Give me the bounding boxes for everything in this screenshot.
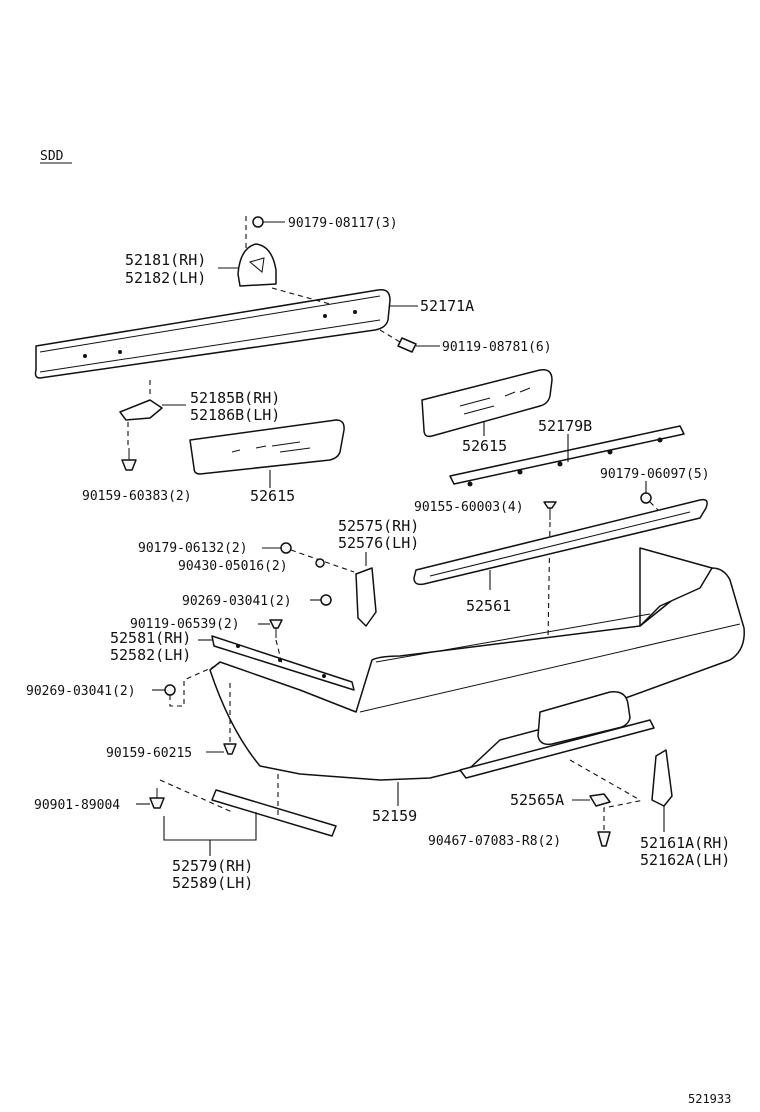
label-52181: 52181(RH) (125, 251, 206, 269)
lower-retainer-52579 (211, 789, 337, 837)
clip-90269-03041-lower-icon (164, 684, 176, 696)
label-90269-03041-lower: 90269-03041(2) (26, 684, 136, 699)
nut-90179-06097-icon (640, 492, 652, 504)
retainer-52561 (413, 498, 708, 586)
clip-90901-89004-icon (149, 788, 165, 809)
label-52615-left: 52615 (250, 487, 295, 505)
label-52576: 52576(LH) (338, 534, 419, 552)
label-90467-07083: 90467-07083-R8(2) (428, 834, 561, 849)
clip-90159-60215-icon (223, 743, 237, 755)
washer-90430-05016-icon (315, 558, 325, 568)
label-90179-06097: 90179-06097(5) (600, 467, 710, 482)
label-52159: 52159 (372, 807, 417, 825)
label-52582: 52582(LH) (110, 646, 191, 664)
label-52581: 52581(RH) (110, 629, 191, 647)
label-90159-60215: 90159-60215 (106, 746, 192, 761)
energy-absorber-52615-right (421, 368, 553, 438)
retainer-52179b (449, 425, 685, 487)
label-90179-08117: 90179-08117(3) (288, 216, 398, 231)
label-90179-06132: 90179-06132(2) (138, 541, 248, 556)
nut-90179-06132-icon (280, 542, 292, 554)
clip-90467-07083-icon (597, 831, 611, 847)
bolt-90119-08781-icon (397, 337, 417, 353)
label-52182: 52182(LH) (125, 269, 206, 287)
bracket-52185b (119, 399, 163, 421)
label-52579: 52579(RH) (172, 857, 253, 875)
bumper-reinforcement-52171a (34, 288, 391, 379)
screw-90155-60003-icon (543, 501, 557, 520)
bumper-cover-52159 (209, 547, 745, 781)
label-90901-89004: 90901-89004 (34, 798, 120, 813)
label-90155-60003: 90155-60003(4) (414, 500, 524, 515)
label-52185b: 52185B(RH) (190, 389, 280, 407)
variant-label: SDD (40, 149, 64, 164)
label-90269-03041-upper: 90269-03041(2) (182, 594, 292, 609)
label-90119-06539: 90119-06539(2) (130, 617, 240, 632)
label-52615-right: 52615 (462, 437, 507, 455)
label-52589: 52589(LH) (172, 874, 253, 892)
label-90119-08781: 90119-08781(6) (442, 340, 552, 355)
nut-90179-08117-icon (252, 216, 264, 228)
figure-number: 521933 (688, 1092, 731, 1106)
label-52179b: 52179B (538, 417, 592, 435)
label-52565a: 52565A (510, 791, 564, 809)
label-52171a: 52171A (420, 297, 474, 315)
bolt-90119-06539-icon (269, 619, 283, 638)
label-52575: 52575(RH) (338, 517, 419, 535)
side-bracket-52161a (651, 749, 673, 807)
energy-absorber-52615-left (189, 419, 345, 475)
label-52561: 52561 (466, 597, 511, 615)
bracket-52181 (237, 243, 277, 287)
clip-90159-60383-icon (121, 448, 137, 471)
clip-90269-03041-icon (320, 594, 332, 606)
clip-52565a-icon (589, 793, 611, 807)
label-90430-05016: 90430-05016(2) (178, 559, 288, 574)
bracket-52575 (355, 567, 377, 627)
label-90159-60383: 90159-60383(2) (82, 489, 192, 504)
label-52162a: 52162A(LH) (640, 851, 730, 869)
label-52161a: 52161A(RH) (640, 834, 730, 852)
label-52186b: 52186B(LH) (190, 406, 280, 424)
